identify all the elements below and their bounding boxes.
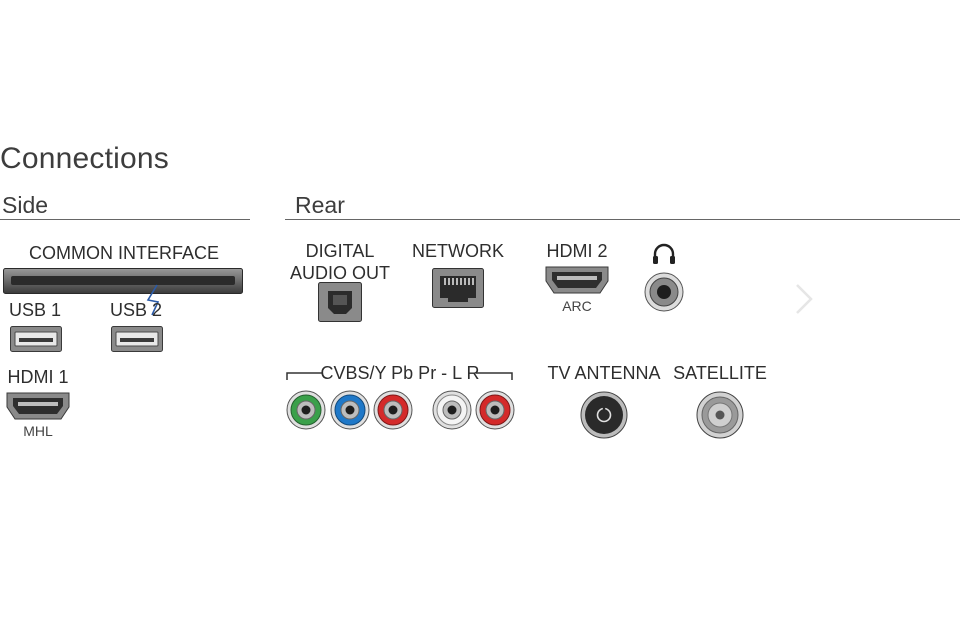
rca-y-green-icon	[286, 390, 326, 430]
cvbs-label: CVBS/Y Pb Pr - L R	[320, 363, 480, 383]
page-title: Connections	[0, 142, 169, 175]
side-rule	[0, 219, 250, 220]
digital-audio-label-1: DIGITAL	[305, 241, 375, 261]
rca-audio-r-red-icon	[475, 390, 515, 430]
cvbs-bracket	[286, 372, 513, 380]
rca-pb-blue-icon	[330, 390, 370, 430]
common-interface-label: COMMON INTERFACE	[28, 243, 219, 263]
hdmi2-sub-label: ARC	[562, 298, 592, 314]
usb1-port-icon	[10, 326, 62, 352]
hdmi1-label: HDMI 1	[7, 367, 69, 387]
usb1-label: USB 1	[8, 300, 62, 320]
digital-audio-label-2: AUDIO OUT	[289, 263, 390, 283]
usb2-port-icon	[111, 326, 163, 352]
rca-audio-l-white-icon	[432, 390, 472, 430]
chevron-right-icon[interactable]	[794, 283, 814, 315]
satellite-label: SATELLITE	[673, 363, 767, 383]
satellite-port-icon	[696, 391, 744, 439]
rear-rule	[285, 219, 960, 220]
tv-antenna-port-icon	[580, 391, 628, 439]
pointer-mark	[146, 284, 160, 316]
hdmi1-sub-label: MHL	[23, 423, 53, 439]
headphone-icon	[653, 243, 675, 264]
hdmi1-port-icon	[6, 392, 70, 420]
network-label: NETWORK	[412, 241, 504, 261]
hdmi2-port-icon	[545, 266, 609, 294]
common-interface-slot-icon	[3, 268, 243, 294]
rca-pr-red-icon	[373, 390, 413, 430]
usb2-label: USB 2	[109, 300, 163, 320]
hdmi2-label: HDMI 2	[546, 241, 608, 261]
ethernet-port-icon	[432, 268, 484, 308]
rear-heading: Rear	[295, 192, 345, 218]
optical-port-icon	[318, 282, 362, 322]
headphone-jack-icon	[644, 272, 684, 312]
side-heading: Side	[2, 192, 49, 218]
tv-antenna-label: TV ANTENNA	[547, 363, 661, 383]
